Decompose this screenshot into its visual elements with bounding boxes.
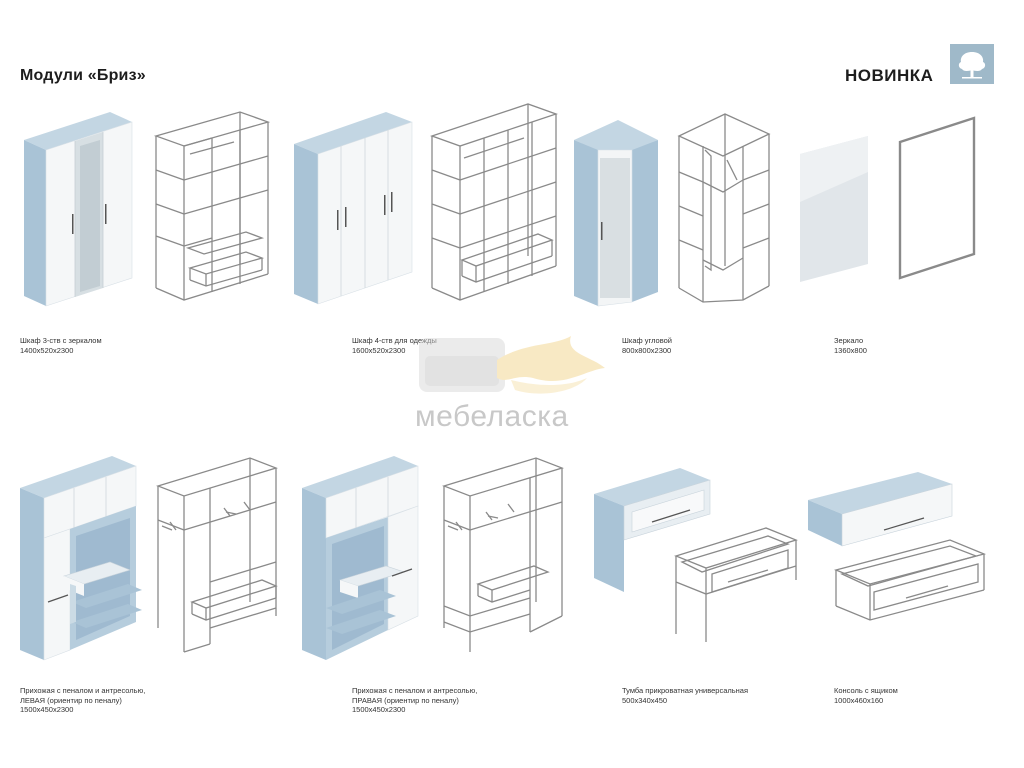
product-caption: Прихожая с пеналом и антресолью, ЛЕВАЯ (… [20, 686, 145, 715]
caption-line: 1600х520х2300 [352, 345, 406, 355]
hallway-right-frame-image [442, 457, 564, 652]
caption-line: Консоль с ящиком [834, 686, 898, 695]
watermark-text: мебеласка [415, 400, 569, 433]
mirror-frame-image [898, 116, 976, 280]
console-frame-image [833, 539, 987, 621]
hallway-left-image [20, 456, 142, 661]
caption-line: 1360х800 [834, 345, 867, 355]
caption-line: Прихожая с пеналом и антресолью, [352, 686, 478, 695]
product-caption: Консоль с ящиком 1000х460х160 [834, 686, 898, 705]
caption-line: 1500х450х2300 [352, 705, 406, 715]
corner-wardrobe-frame-image [677, 113, 771, 303]
wardrobe-4-door-image [294, 112, 413, 305]
tree-logo-icon [950, 44, 994, 84]
bedside-table-frame-image [674, 527, 798, 642]
caption-line: Прихожая с пеналом и антресолью, [20, 686, 146, 695]
caption-line: Зеркало [834, 336, 864, 345]
product-caption: Шкаф угловой 800х800х2300 [622, 336, 672, 355]
caption-line: Тумба прикроватная универсальная [622, 686, 749, 695]
product-caption: Шкаф 3-ств с зеркалом 1400х520х2300 [20, 336, 102, 355]
wardrobe-3-door-mirror-image [24, 112, 133, 307]
new-badge: НОВИНКА [845, 66, 934, 85]
caption-line: Шкаф 3-ств с зеркалом [20, 336, 102, 345]
wardrobe-4-door-frame-image [430, 103, 558, 301]
caption-line: 800х800х2300 [622, 345, 672, 355]
product-caption: Прихожая с пеналом и антресолью, ПРАВАЯ … [352, 686, 477, 715]
product-caption: Зеркало 1360х800 [834, 336, 867, 355]
corner-wardrobe-image [574, 120, 658, 307]
caption-line: ПРАВАЯ (ориентир по пеналу) [352, 695, 459, 705]
caption-line: 1000х460х160 [834, 695, 884, 705]
product-caption: Шкаф 4-ств для одежды 1600х520х2300 [352, 336, 437, 355]
caption-line: Шкаф 4-ств для одежды [352, 336, 437, 345]
caption-line: Шкаф угловой [622, 336, 672, 345]
caption-line: ЛЕВАЯ (ориентир по пеналу) [20, 695, 122, 705]
sofa-logo-icon [419, 336, 605, 394]
console-image [808, 472, 953, 547]
mirror-image [800, 136, 868, 282]
page-title: Модули «Бриз» [20, 67, 146, 84]
caption-line: 1400х520х2300 [20, 345, 74, 355]
wardrobe-3-door-frame-image [153, 111, 271, 301]
bedside-table-image [594, 468, 711, 592]
caption-line: 500х340х450 [622, 695, 668, 705]
product-caption: Тумба прикроватная универсальная 500х340… [622, 686, 748, 705]
caption-line: 1500х450х2300 [20, 705, 74, 715]
hallway-left-frame-image [156, 457, 278, 653]
hallway-right-image [302, 456, 419, 660]
